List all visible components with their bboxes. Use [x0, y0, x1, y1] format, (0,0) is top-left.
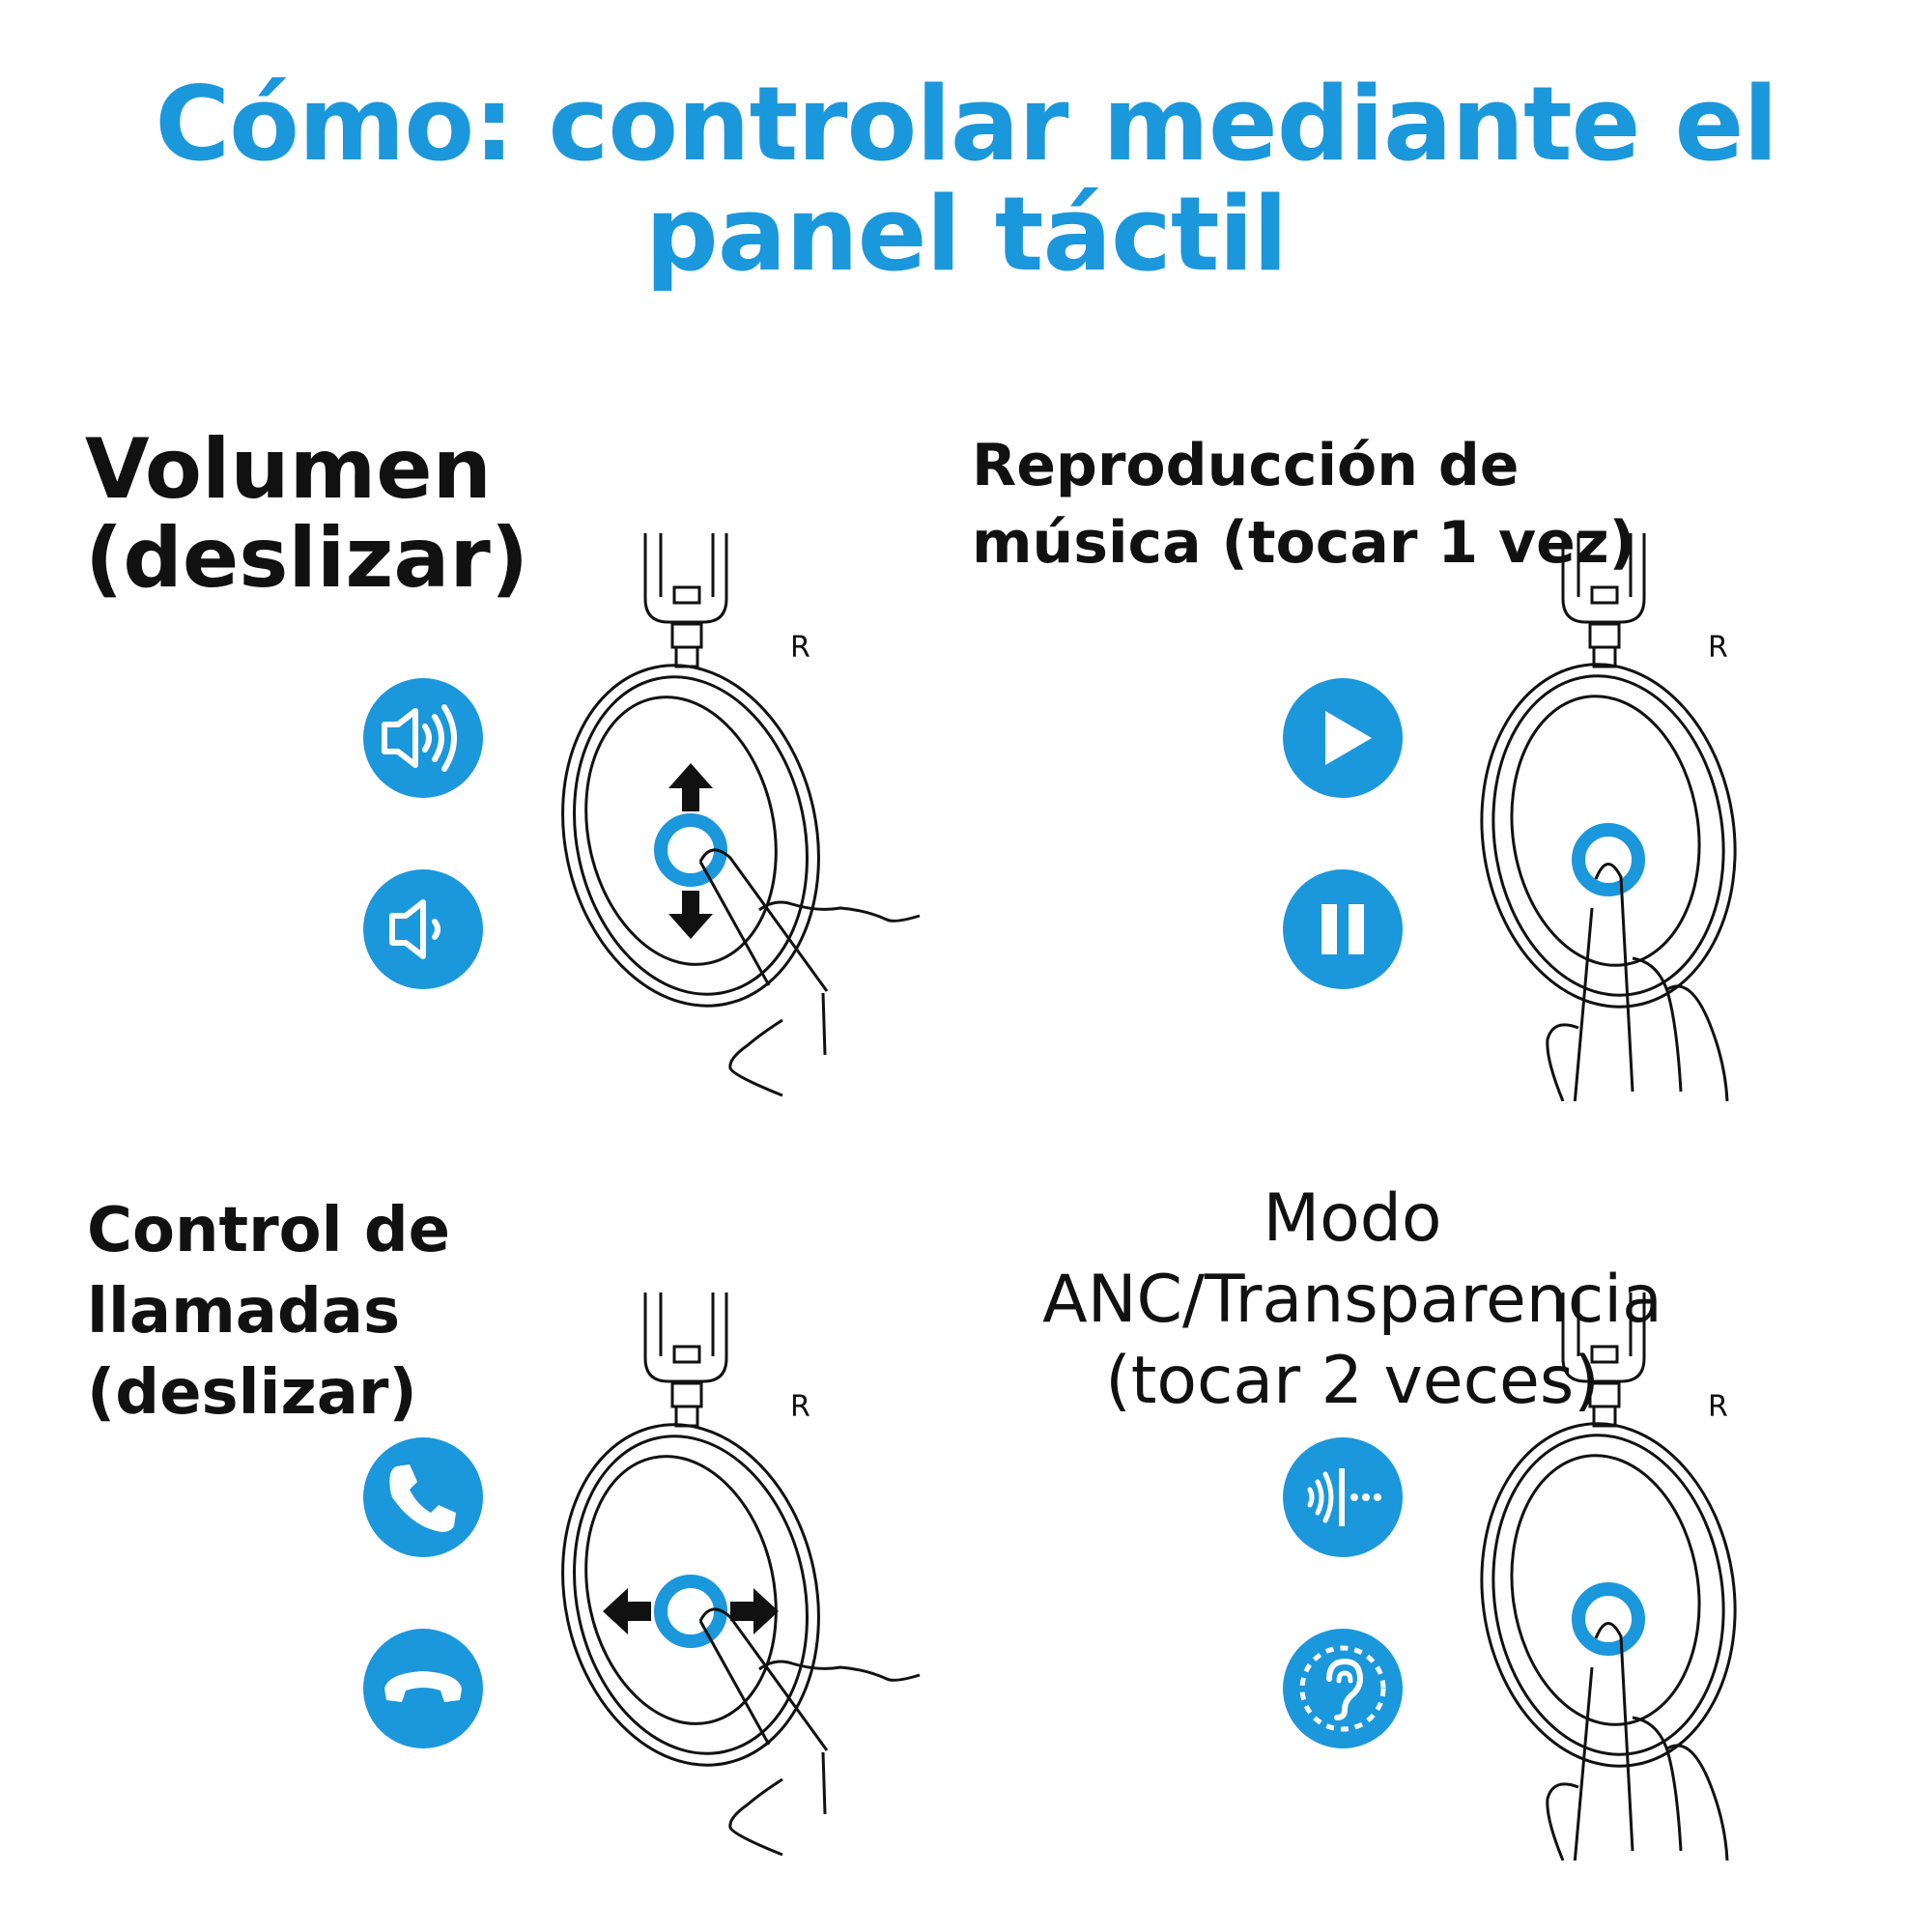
volume-panel-label: Volumen (deslizar): [85, 425, 528, 603]
calls-panel-label: Control de llamadas (deslizar): [87, 1190, 450, 1434]
anc-icon: [1283, 1437, 1403, 1557]
volume-label-line1: Volumen: [85, 421, 492, 518]
headphone-right-music: R: [1478, 522, 1864, 1101]
side-r-label: R: [1708, 631, 1728, 665]
headphone-right-anc: R: [1478, 1281, 1864, 1861]
play-icon: [1283, 678, 1403, 798]
side-r-label: R: [790, 631, 810, 665]
transparency-ear-icon: [1283, 1629, 1403, 1748]
calls-label-line3: (deslizar): [87, 1357, 417, 1429]
anc-label-line3: (tocar 2 veces): [1105, 1343, 1600, 1419]
calls-label-line1: Control de: [87, 1195, 451, 1266]
music-label-line2: música (tocar 1 vez): [972, 509, 1636, 577]
calls-label-line2: llamadas: [87, 1276, 401, 1348]
music-panel-label: Reproducción de música (tocar 1 vez): [972, 427, 1635, 582]
page-title-line1: Cómo: controlar mediante el: [155, 65, 1777, 184]
anc-label-line1: Modo: [1263, 1180, 1442, 1257]
page-title-line2: panel táctil: [644, 175, 1288, 294]
anc-label-line2: ANC/Transparencia: [1042, 1262, 1662, 1338]
volume-down-icon: [363, 869, 483, 989]
page-title: Cómo: controlar mediante el panel táctil: [0, 70, 1932, 290]
phone-hangup-icon: [363, 1629, 483, 1748]
headphone-right-calls: R: [560, 1281, 947, 1861]
pause-icon: [1283, 869, 1403, 989]
volume-up-icon: [363, 678, 483, 798]
side-r-label: R: [1708, 1390, 1728, 1424]
side-r-label: R: [790, 1390, 810, 1424]
headphone-right-volume: R: [560, 522, 947, 1101]
anc-panel-label: Modo ANC/Transparencia (tocar 2 veces): [985, 1179, 1719, 1422]
phone-answer-icon: [363, 1437, 483, 1557]
music-label-line1: Reproducción de: [972, 432, 1520, 499]
volume-label-line2: (deslizar): [85, 510, 529, 607]
